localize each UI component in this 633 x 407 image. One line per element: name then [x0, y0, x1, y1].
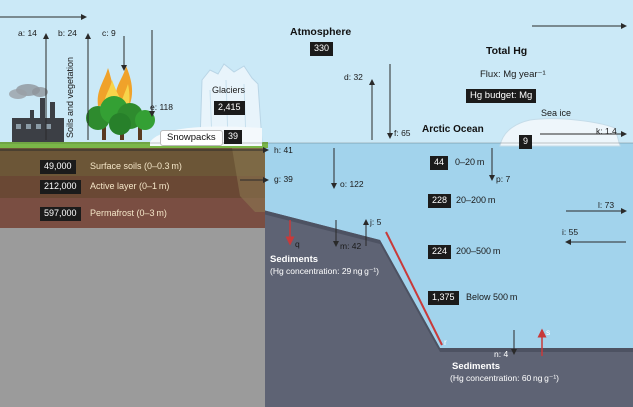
bedrock — [0, 228, 265, 407]
shelf-sediments-note: (Hg concentration: 29 ng g⁻¹) — [270, 267, 379, 276]
shelf-sediments-title: Sediments — [270, 255, 318, 265]
ocean-below-500-budget: 1,375 — [428, 291, 459, 305]
flux-m-label: m: 42 — [340, 242, 361, 251]
deep-sediments-title: Sediments — [452, 362, 500, 372]
ocean-200-500-budget: 224 — [428, 245, 451, 259]
atmosphere-title: Atmosphere — [290, 27, 351, 38]
surface-soils-budget: 49,000 — [40, 160, 76, 174]
budget-units-legend: Hg budget: Mg — [466, 89, 536, 103]
flux-n-label: n: 4 — [494, 350, 508, 359]
permafrost-label: Permafrost (0–3 m) — [90, 209, 167, 218]
flux-d-label: d: 32 — [344, 73, 363, 82]
flux-o-label: o: 122 — [340, 180, 364, 189]
ocean-20-200-budget: 228 — [428, 194, 451, 208]
flux-e-label: e: 118 — [150, 103, 173, 112]
deep-sediments-note: (Hg concentration: 60 ng g⁻¹) — [450, 374, 559, 383]
atmosphere-budget: 330 — [310, 42, 333, 56]
sea-ice-label: Sea ice — [541, 109, 571, 118]
flux-j-label: j: 5 — [370, 218, 381, 227]
flux-g-label: g: 39 — [274, 175, 293, 184]
flux-units-legend: Flux: Mg year⁻¹ — [480, 70, 546, 80]
flux-p-label: p: 7 — [496, 175, 510, 184]
flux-k-label: k: 1.4 — [596, 127, 617, 136]
sea-ice-budget: 9 — [519, 135, 532, 149]
active-layer-budget: 212,000 — [40, 180, 81, 194]
active-layer-label: Active layer (0–1 m) — [90, 182, 169, 191]
arctic-ocean-title: Arctic Ocean — [422, 125, 484, 135]
ocean-below-500-label: Below 500 m — [466, 293, 517, 302]
flux-s-label: s — [546, 328, 550, 337]
ocean-0-20-budget: 44 — [430, 156, 448, 170]
flux-a-label: a: 14 — [18, 29, 37, 38]
ocean-0-20-label: 0–20 m — [455, 158, 484, 167]
flux-f-label: f: 65 — [394, 129, 411, 138]
flux-c-label: c: 9 — [102, 29, 116, 38]
flux-b-label: b: 24 — [58, 29, 77, 38]
flux-q-label: q — [295, 240, 300, 249]
flux-l-label: l: 73 — [598, 201, 614, 210]
total-hg-title: Total Hg — [486, 46, 527, 57]
permafrost-budget: 597,000 — [40, 207, 81, 221]
flux-r-label: r — [444, 338, 447, 347]
flux-h-label: h: 41 — [274, 146, 293, 155]
glaciers-budget: 2,415 — [214, 101, 245, 115]
ocean-20-200-label: 20–200 m — [456, 196, 495, 205]
ocean-200-500-label: 200–500 m — [456, 247, 500, 256]
soils-vegetation-label: Soils and vegetation — [66, 57, 75, 138]
glaciers-label: Glaciers — [212, 86, 245, 95]
surface-soils-label: Surface soils (0–0.3 m) — [90, 162, 182, 171]
snowpacks-budget: 39 — [224, 130, 242, 144]
flux-i-label: i: 55 — [562, 228, 578, 237]
snowpacks-label: Snowpacks — [160, 130, 223, 146]
